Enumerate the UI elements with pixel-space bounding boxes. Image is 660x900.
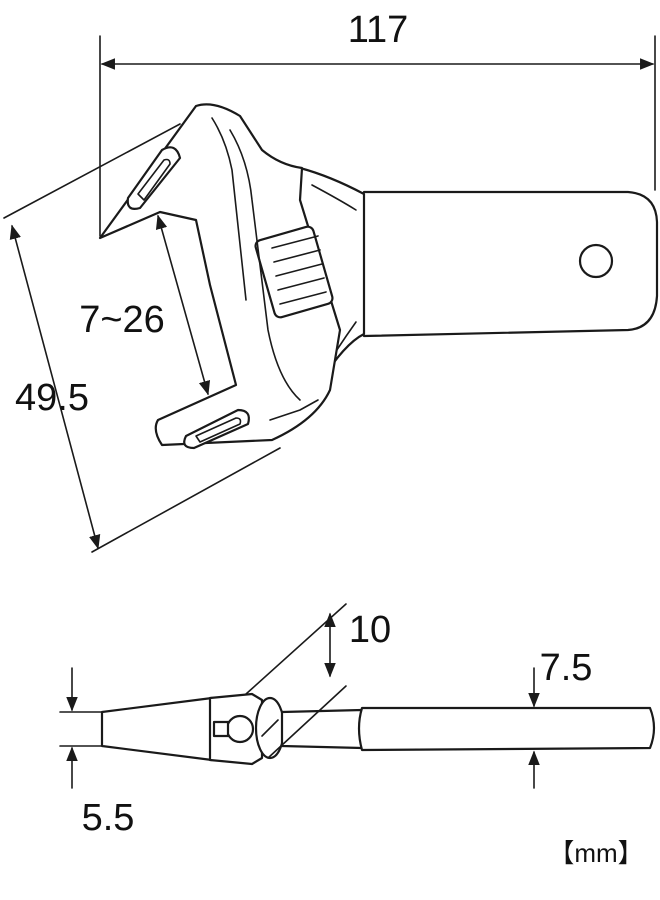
side-pivot-hole bbox=[225, 714, 255, 744]
wrench-top-view bbox=[98, 103, 659, 450]
dim-overall-length: 117 bbox=[99, 9, 656, 237]
side-handle bbox=[357, 706, 656, 752]
upper-jaw-slot bbox=[126, 146, 182, 210]
worm-gear bbox=[254, 225, 334, 319]
label-jaw-opening: 7~26 bbox=[79, 299, 165, 341]
dim-head-width: 49.5 bbox=[3, 123, 281, 553]
side-tip bbox=[100, 696, 214, 762]
dim-handle-thickness: 7.5 bbox=[528, 647, 593, 789]
dim-head-thickness: 10 bbox=[245, 603, 391, 759]
label-overall-length: 117 bbox=[348, 9, 409, 51]
wrench-side-view bbox=[100, 692, 656, 766]
label-tip-thickness: 5.5 bbox=[82, 797, 135, 839]
label-head-thickness: 10 bbox=[349, 609, 391, 651]
unit-label: 【mm】 bbox=[548, 838, 643, 868]
wrench-head bbox=[98, 103, 342, 447]
dim-jaw-opening: 7~26 bbox=[79, 214, 211, 396]
label-head-width: 49.5 bbox=[15, 377, 89, 419]
label-handle-thickness: 7.5 bbox=[540, 647, 593, 689]
handle-hang-hole bbox=[578, 243, 614, 279]
dim-tip-thickness: 5.5 bbox=[59, 667, 135, 839]
